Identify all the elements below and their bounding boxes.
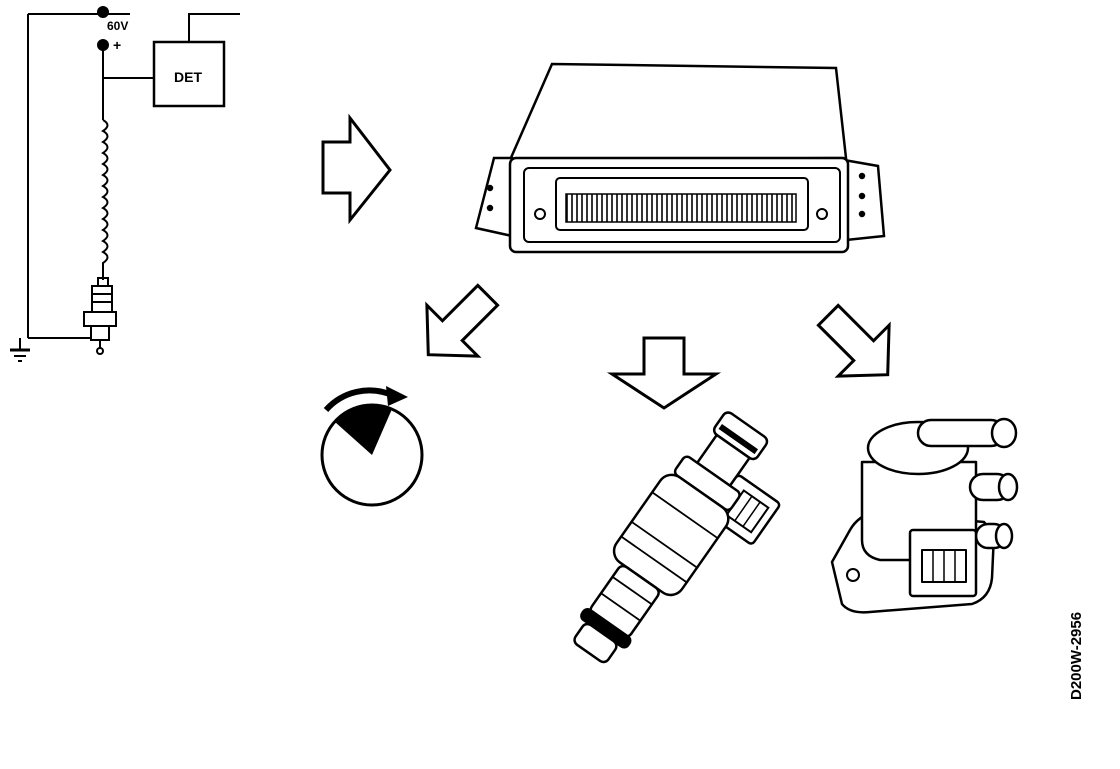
ignition-coil [101, 119, 109, 280]
ground-symbol [10, 338, 30, 362]
ecu-screw-right [816, 208, 828, 220]
polarity-label: + [113, 37, 121, 53]
ecu-mount-holes [486, 172, 866, 218]
det-output-wire [188, 13, 240, 42]
timing-rotation-arrowhead [386, 386, 408, 406]
input-arrow [321, 113, 392, 225]
terminal-top [97, 6, 109, 18]
spark-plug [83, 277, 117, 355]
ecu-screw-left [534, 208, 546, 220]
output-arrow-center [606, 336, 722, 410]
output-arrow-right [816, 303, 891, 378]
valve-flange-hole [846, 568, 860, 582]
ignition-circuit [10, 6, 240, 362]
idle-air-valve [830, 417, 1019, 614]
ecu-housing [508, 62, 848, 162]
voltage-label: 60V [107, 19, 128, 33]
ecu-left-mount [474, 156, 514, 238]
ignition-timing-dial [320, 386, 424, 507]
fuel-injector [573, 411, 781, 664]
injector-tip [573, 622, 618, 664]
ecu-pin-row [565, 193, 797, 223]
timing-dial-sector [335, 405, 392, 455]
ecu-unit [474, 62, 886, 254]
timing-rotation-arrow [323, 387, 394, 413]
drawing-id-label: D200W-2956 [1068, 611, 1085, 700]
output-arrow-left [425, 283, 500, 358]
ecu-right-mount [842, 158, 886, 242]
det-module-label: DET [174, 69, 202, 85]
